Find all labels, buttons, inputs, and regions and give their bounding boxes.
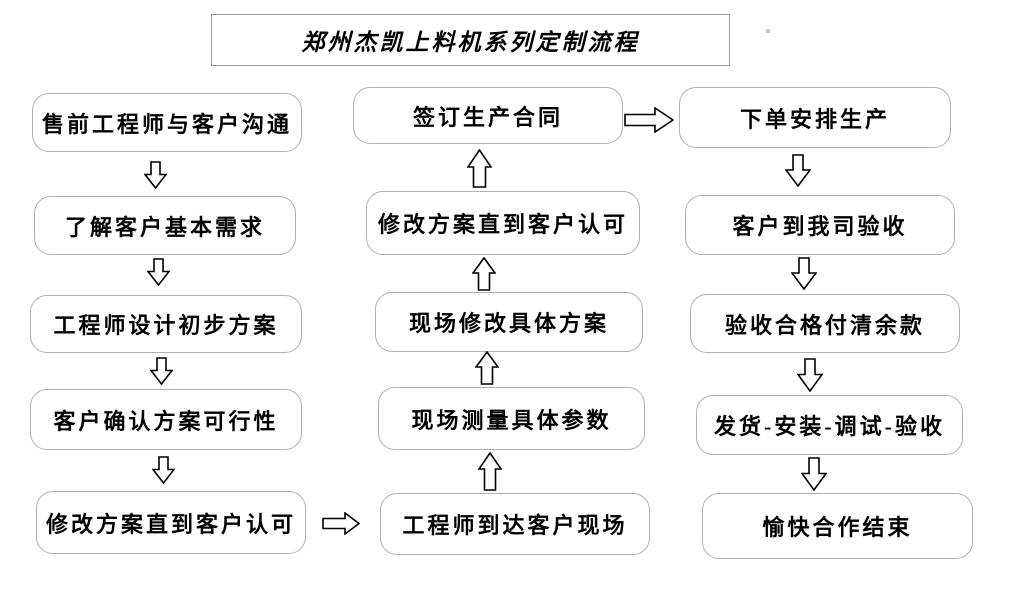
arrow-down-icon bbox=[147, 258, 170, 286]
flow-node-label: 客户到我司验收 bbox=[732, 214, 908, 239]
flow-node-ship-install-debug-accept: 发货-安装-调试-验收 bbox=[696, 395, 963, 455]
flow-node-label: 修改方案直到客户认可 bbox=[377, 212, 628, 237]
flow-node-label: 修改方案直到客户认可 bbox=[45, 511, 296, 537]
flow-node-confirm-feasibility: 客户确认方案可行性 bbox=[30, 389, 302, 450]
flow-node-onsite-measure-params: 现场测量具体参数 bbox=[378, 387, 645, 450]
arrow-up-icon bbox=[467, 149, 492, 188]
page-title: 郑州杰凯上料机系列定制流程 bbox=[301, 30, 640, 55]
flow-node-order-production: 下单安排生产 bbox=[679, 87, 951, 148]
flow-node-happy-cooperation-end: 愉快合作结束 bbox=[702, 493, 973, 559]
arrow-up-icon bbox=[472, 257, 496, 291]
arrow-right-icon bbox=[624, 107, 674, 133]
flow-node-sign-contract: 签订生产合同 bbox=[353, 87, 623, 144]
flow-node-label: 现场测量具体参数 bbox=[411, 407, 612, 433]
arrow-up-icon bbox=[478, 452, 502, 491]
flow-node-label: 工程师到达客户现场 bbox=[402, 513, 628, 538]
arrow-down-icon bbox=[801, 457, 827, 491]
stray-dot bbox=[766, 29, 770, 33]
arrow-up-icon bbox=[475, 351, 499, 385]
arrow-down-icon bbox=[150, 357, 173, 385]
arrow-down-icon bbox=[144, 161, 167, 189]
flow-node-revise-until-approved-1: 修改方案直到客户认可 bbox=[36, 491, 306, 554]
arrow-down-icon bbox=[791, 257, 817, 290]
flow-node-label: 售前工程师与客户沟通 bbox=[41, 111, 292, 137]
flow-node-label: 发货-安装-调试-验收 bbox=[714, 414, 945, 439]
arrow-down-icon bbox=[797, 358, 823, 392]
flow-node-label: 验收合格付清余款 bbox=[724, 312, 925, 338]
flow-node-label: 了解客户基本需求 bbox=[64, 214, 265, 240]
flow-node-label: 愉快合作结束 bbox=[762, 515, 913, 540]
flow-node-presale-communication: 售前工程师与客户沟通 bbox=[32, 93, 302, 152]
arrow-down-icon bbox=[152, 456, 175, 484]
arrow-right-icon bbox=[322, 512, 360, 535]
arrow-down-icon bbox=[785, 154, 811, 187]
flow-node-initial-design: 工程师设计初步方案 bbox=[30, 295, 302, 353]
flow-node-revise-until-approved-2: 修改方案直到客户认可 bbox=[366, 191, 640, 255]
flow-node-onsite-revise-plan: 现场修改具体方案 bbox=[375, 292, 643, 352]
flow-node-customer-inspection: 客户到我司验收 bbox=[685, 195, 955, 255]
flow-node-label: 签订生产合同 bbox=[412, 104, 563, 130]
flow-node-label: 下单安排生产 bbox=[739, 106, 890, 132]
flow-node-pay-balance: 验收合格付清余款 bbox=[690, 294, 960, 353]
flow-node-label: 现场修改具体方案 bbox=[408, 311, 609, 336]
flow-node-label: 客户确认方案可行性 bbox=[53, 408, 279, 434]
title-box: 郑州杰凯上料机系列定制流程 bbox=[211, 14, 730, 66]
flow-node-engineer-arrives-site: 工程师到达客户现场 bbox=[380, 493, 650, 555]
flow-node-label: 工程师设计初步方案 bbox=[53, 313, 279, 338]
flow-node-understand-needs: 了解客户基本需求 bbox=[34, 196, 296, 255]
